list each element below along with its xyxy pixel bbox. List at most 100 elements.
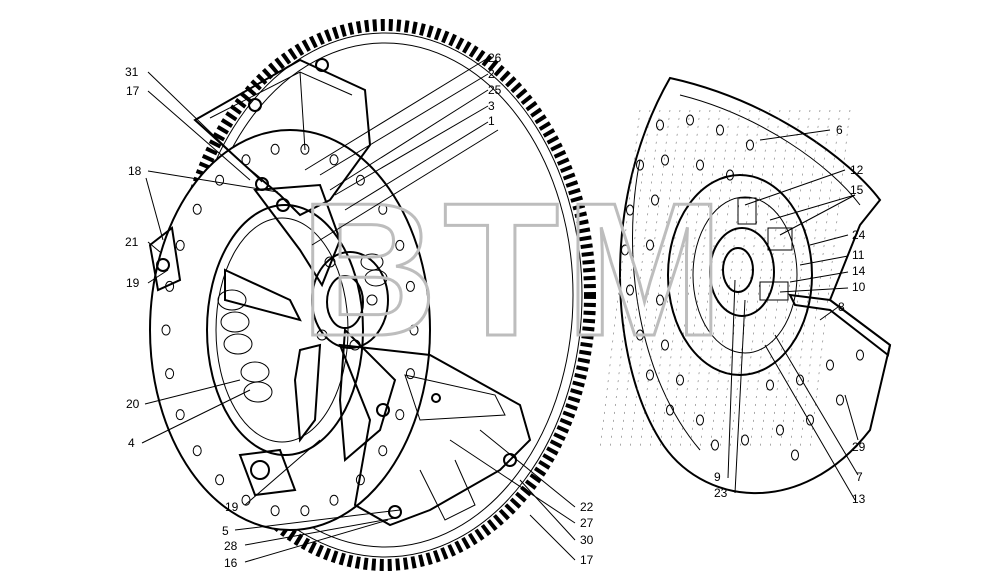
lever-plate-left [148, 226, 182, 292]
hatch-line [619, 109, 661, 451]
label-29: 29 [852, 440, 866, 454]
label-30: 30 [580, 533, 594, 547]
hub-hole [316, 329, 328, 341]
label-9: 9 [714, 470, 721, 484]
label-7: 7 [856, 470, 863, 484]
lever-arm-left [224, 268, 302, 322]
bolt-hole [270, 143, 280, 155]
rivet-hole [806, 414, 814, 426]
label-5: 5 [222, 524, 229, 538]
leader-lines [141, 57, 859, 563]
bolt-hole [405, 280, 415, 292]
label-3: 3 [488, 99, 495, 113]
rivet-hole [661, 339, 669, 351]
cover-bottom-plate [404, 374, 506, 521]
label-26: 26 [488, 51, 502, 65]
hatch-line [649, 109, 691, 451]
bolt-hole [355, 174, 365, 186]
hatch-line [809, 109, 851, 451]
pressure-springs [217, 253, 388, 403]
bolt-hole [395, 409, 405, 421]
bolt-hole [409, 324, 419, 336]
bolt-hole [395, 239, 405, 251]
rivet-hole [651, 194, 659, 206]
hatch-line [769, 109, 811, 451]
bolt-hole [300, 505, 310, 517]
label-14: 14 [852, 264, 866, 278]
label-15: 15 [850, 183, 864, 197]
rivet-hole [716, 124, 724, 136]
bolt-hole [270, 505, 280, 517]
release-lever-lower [338, 327, 397, 463]
hatch-line [729, 109, 771, 451]
disc-friction-lining [632, 94, 861, 451]
rivet-hole [666, 404, 674, 416]
bolt-hole [175, 409, 185, 421]
hatch-line [699, 109, 741, 451]
release-lever-upper [253, 183, 342, 288]
flywheel-inner-rim [206, 204, 364, 456]
bolt-hole [165, 368, 175, 380]
label-10: 10 [852, 280, 866, 294]
hatch-line [789, 109, 831, 451]
flywheel-assembly [148, 19, 596, 571]
hatch-line [689, 109, 731, 451]
label-20: 20 [126, 397, 140, 411]
rivet-hole [746, 139, 754, 151]
disc-rivet-holes [621, 114, 864, 461]
hatch-line [719, 109, 761, 451]
hub-hole [349, 339, 361, 351]
rivet-hole [796, 374, 804, 386]
label-19-lower: 19 [225, 500, 239, 514]
flywheel-bolt-holes [161, 143, 419, 517]
rivet-hole [656, 294, 664, 306]
disc-hub [709, 227, 775, 317]
bolt-hole [215, 474, 225, 486]
rivet-hole [836, 394, 844, 406]
label-28: 28 [224, 539, 238, 553]
damper-ring [692, 196, 798, 354]
bolt-hole [241, 154, 251, 166]
rivet-hole [661, 154, 669, 166]
label-11: 11 [852, 248, 865, 262]
rivet-hole [626, 204, 634, 216]
rivet-hole [636, 159, 644, 171]
bolt-hole [378, 445, 388, 457]
lever-plate-bottom [238, 448, 297, 497]
bolt-hole [175, 239, 185, 251]
rivet-hole [636, 329, 644, 341]
hatch-line [709, 109, 751, 451]
label-25: 25 [488, 83, 502, 97]
bolt-hole [329, 154, 339, 166]
hatch-line [749, 109, 791, 451]
hatch-line [759, 109, 801, 451]
bolt-hole [378, 203, 388, 215]
lever-arm-bottom [293, 343, 322, 443]
bolt-hole [161, 324, 171, 336]
hub-bore [326, 275, 364, 329]
flywheel-recess [215, 217, 349, 443]
label-4: 4 [128, 436, 135, 450]
rivet-hole [826, 359, 834, 371]
label-2: 2 [488, 67, 495, 81]
hub-hole [324, 256, 336, 268]
rivet-hole [856, 349, 864, 361]
label-17-lower: 17 [580, 553, 594, 567]
hatch-line [659, 109, 701, 451]
hatch-line [779, 109, 821, 451]
disc-outline [619, 76, 892, 495]
hatch-line [599, 109, 641, 451]
rivet-hole [766, 379, 774, 391]
label-12: 12 [850, 163, 864, 177]
rivet-hole [791, 449, 799, 461]
ring-gear-teeth [174, 19, 596, 571]
label-17: 17 [126, 84, 140, 98]
rivet-hole [646, 239, 654, 251]
cover-bottom [338, 343, 532, 527]
label-1: 1 [488, 114, 495, 128]
label-31: 31 [125, 65, 139, 79]
hatch-line [629, 109, 671, 451]
watermark: BTM [300, 164, 730, 376]
hub-hole [366, 294, 378, 306]
